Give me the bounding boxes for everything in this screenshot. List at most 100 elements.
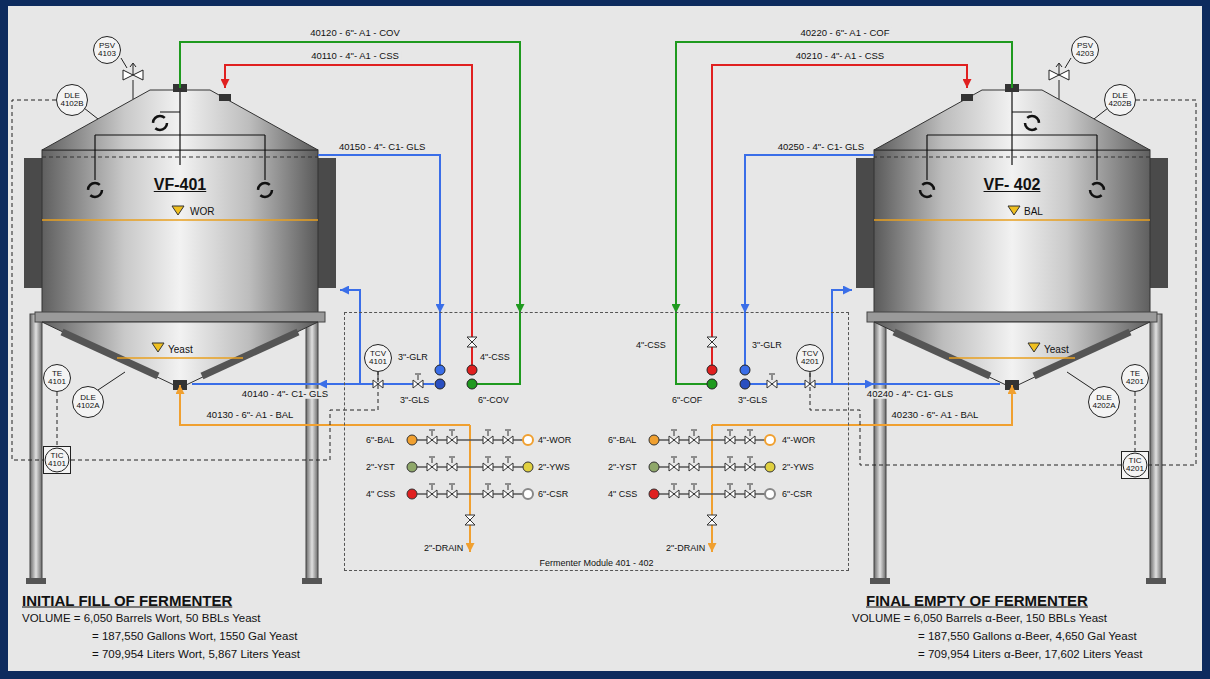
port-label: 4" CSS <box>366 489 395 499</box>
drawing-part <box>467 365 477 375</box>
process-pipe <box>848 385 1012 425</box>
instrument-tag: DLE 4102A <box>76 394 99 411</box>
valve-symbol <box>483 490 493 498</box>
drawing-part <box>477 313 520 384</box>
port-label: 6"-CSR <box>782 489 812 499</box>
drawing-part <box>192 383 318 385</box>
line-number-label: 40130 - 6"- A1 - BAL <box>205 410 296 420</box>
drawing-part <box>345 424 470 426</box>
signal-line <box>1136 100 1196 465</box>
valve-symbol <box>745 490 755 498</box>
instrument-bubble: PSV 4203 <box>1071 36 1099 64</box>
instrument-bubble: TE 4101 <box>43 364 71 392</box>
port-label: 2"-YST <box>608 462 637 472</box>
drawing-part <box>712 424 848 426</box>
volume-note: = 187,550 Gallons α-Beer, 4,650 Gal Yeas… <box>918 630 1137 642</box>
instrument-bubble: DLE 4102B <box>56 84 88 116</box>
valve-symbol <box>669 490 679 498</box>
port-label: 4"-CSS <box>636 340 666 350</box>
valve-stem <box>449 430 455 436</box>
valve-symbol <box>503 463 513 471</box>
valve-symbol <box>447 490 457 498</box>
port-label: 6"-CSR <box>538 489 568 499</box>
drawing-part <box>832 290 852 384</box>
module-title: Fermenter Module 401 - 402 <box>345 558 848 568</box>
instrument-tag: TIC 4101 <box>48 452 66 469</box>
control-valve-bubble: TCV 4101 <box>364 344 392 372</box>
drawing-part <box>373 337 815 525</box>
instrument-tag: TE 4201 <box>1126 370 1144 387</box>
process-pipe <box>180 385 345 425</box>
port-label: 3"-GLS <box>400 395 429 405</box>
volume-note: = 187,550 Gallons Wort, 1550 Gal Yeast <box>92 630 297 642</box>
valve-symbol <box>503 436 513 444</box>
process-pipe <box>180 42 520 313</box>
valve-symbol <box>689 463 699 471</box>
drawing-part <box>740 379 750 389</box>
valve-stem <box>485 457 491 463</box>
port-label: 2"-DRAIN <box>666 543 705 553</box>
process-pipe <box>225 65 472 313</box>
valve-stem <box>505 430 511 436</box>
port-label: 4"-WOR <box>782 435 815 445</box>
controller-circle <box>45 448 69 472</box>
valve-stem <box>415 374 421 380</box>
instrument-bubble: DLE 4202A <box>1088 386 1120 418</box>
port-label: 3"-GLS <box>738 395 767 405</box>
valve-symbol <box>725 463 735 471</box>
port-label: 2"-DRAIN <box>424 543 463 553</box>
instrument-tag: TCV 4201 <box>801 350 819 367</box>
valve-symbol <box>689 490 699 498</box>
port-label: 3"-GLR <box>752 340 782 350</box>
vessel-tag: VF-401 <box>154 176 206 194</box>
valve-stem <box>671 484 677 490</box>
valve-stem <box>691 430 697 436</box>
line-number-label: 40250 - 4"- C1- GLS <box>776 142 866 152</box>
line-number-label: 40230 - 6"- A1 - BAL <box>890 410 981 420</box>
valve-symbol <box>707 515 717 525</box>
instrument-tag: TE 4101 <box>48 370 66 387</box>
valve-stem <box>769 374 775 380</box>
drawing-part <box>676 313 707 384</box>
instrument-tag: DLE 4202A <box>1092 394 1115 411</box>
port-label: 6"-BAL <box>366 435 394 445</box>
drawing-part <box>740 365 750 375</box>
valve-stem <box>671 457 677 463</box>
process-pipe <box>712 65 967 313</box>
instrument-bubble: TE 4201 <box>1121 364 1149 392</box>
port-label: 2"-YST <box>366 462 395 472</box>
signal-line <box>810 372 1121 465</box>
valve-symbol <box>427 463 437 471</box>
valve-stem <box>485 484 491 490</box>
instrument-tag: TCV 4101 <box>369 350 387 367</box>
control-valve-bubble: TCV 4201 <box>796 344 824 372</box>
drawing-part <box>24 58 336 584</box>
valve-stem <box>505 484 511 490</box>
volume-note: VOLUME = 6,050 Barrels α-Beer, 150 BBLs … <box>852 612 1107 624</box>
process-pipe <box>745 155 874 313</box>
instrument-tag: PSV 4103 <box>98 42 116 59</box>
valve-symbol <box>427 436 437 444</box>
fermenter-vessel: VF- 402BALYeast <box>874 88 1150 385</box>
valve-symbol <box>669 436 679 444</box>
valve-symbol <box>745 463 755 471</box>
port-label: 4"-CSS <box>480 352 510 362</box>
instrument-bubble: DLE 4202B <box>1104 84 1136 116</box>
port-label: 2"-YWS <box>538 462 570 472</box>
signal-line <box>1135 392 1136 451</box>
valve-stem <box>485 430 491 436</box>
instrument-tag: DLE 4102B <box>60 92 83 109</box>
valve-stem <box>505 457 511 463</box>
instrument-tag: TIC 4201 <box>1126 457 1144 474</box>
valve-stem <box>429 484 435 490</box>
level-label: Yeast <box>168 344 193 355</box>
valve-symbol <box>447 436 457 444</box>
valve-symbol <box>427 490 437 498</box>
valve-symbol <box>669 463 679 471</box>
process-pipe <box>318 383 345 385</box>
valve-symbol <box>725 490 735 498</box>
